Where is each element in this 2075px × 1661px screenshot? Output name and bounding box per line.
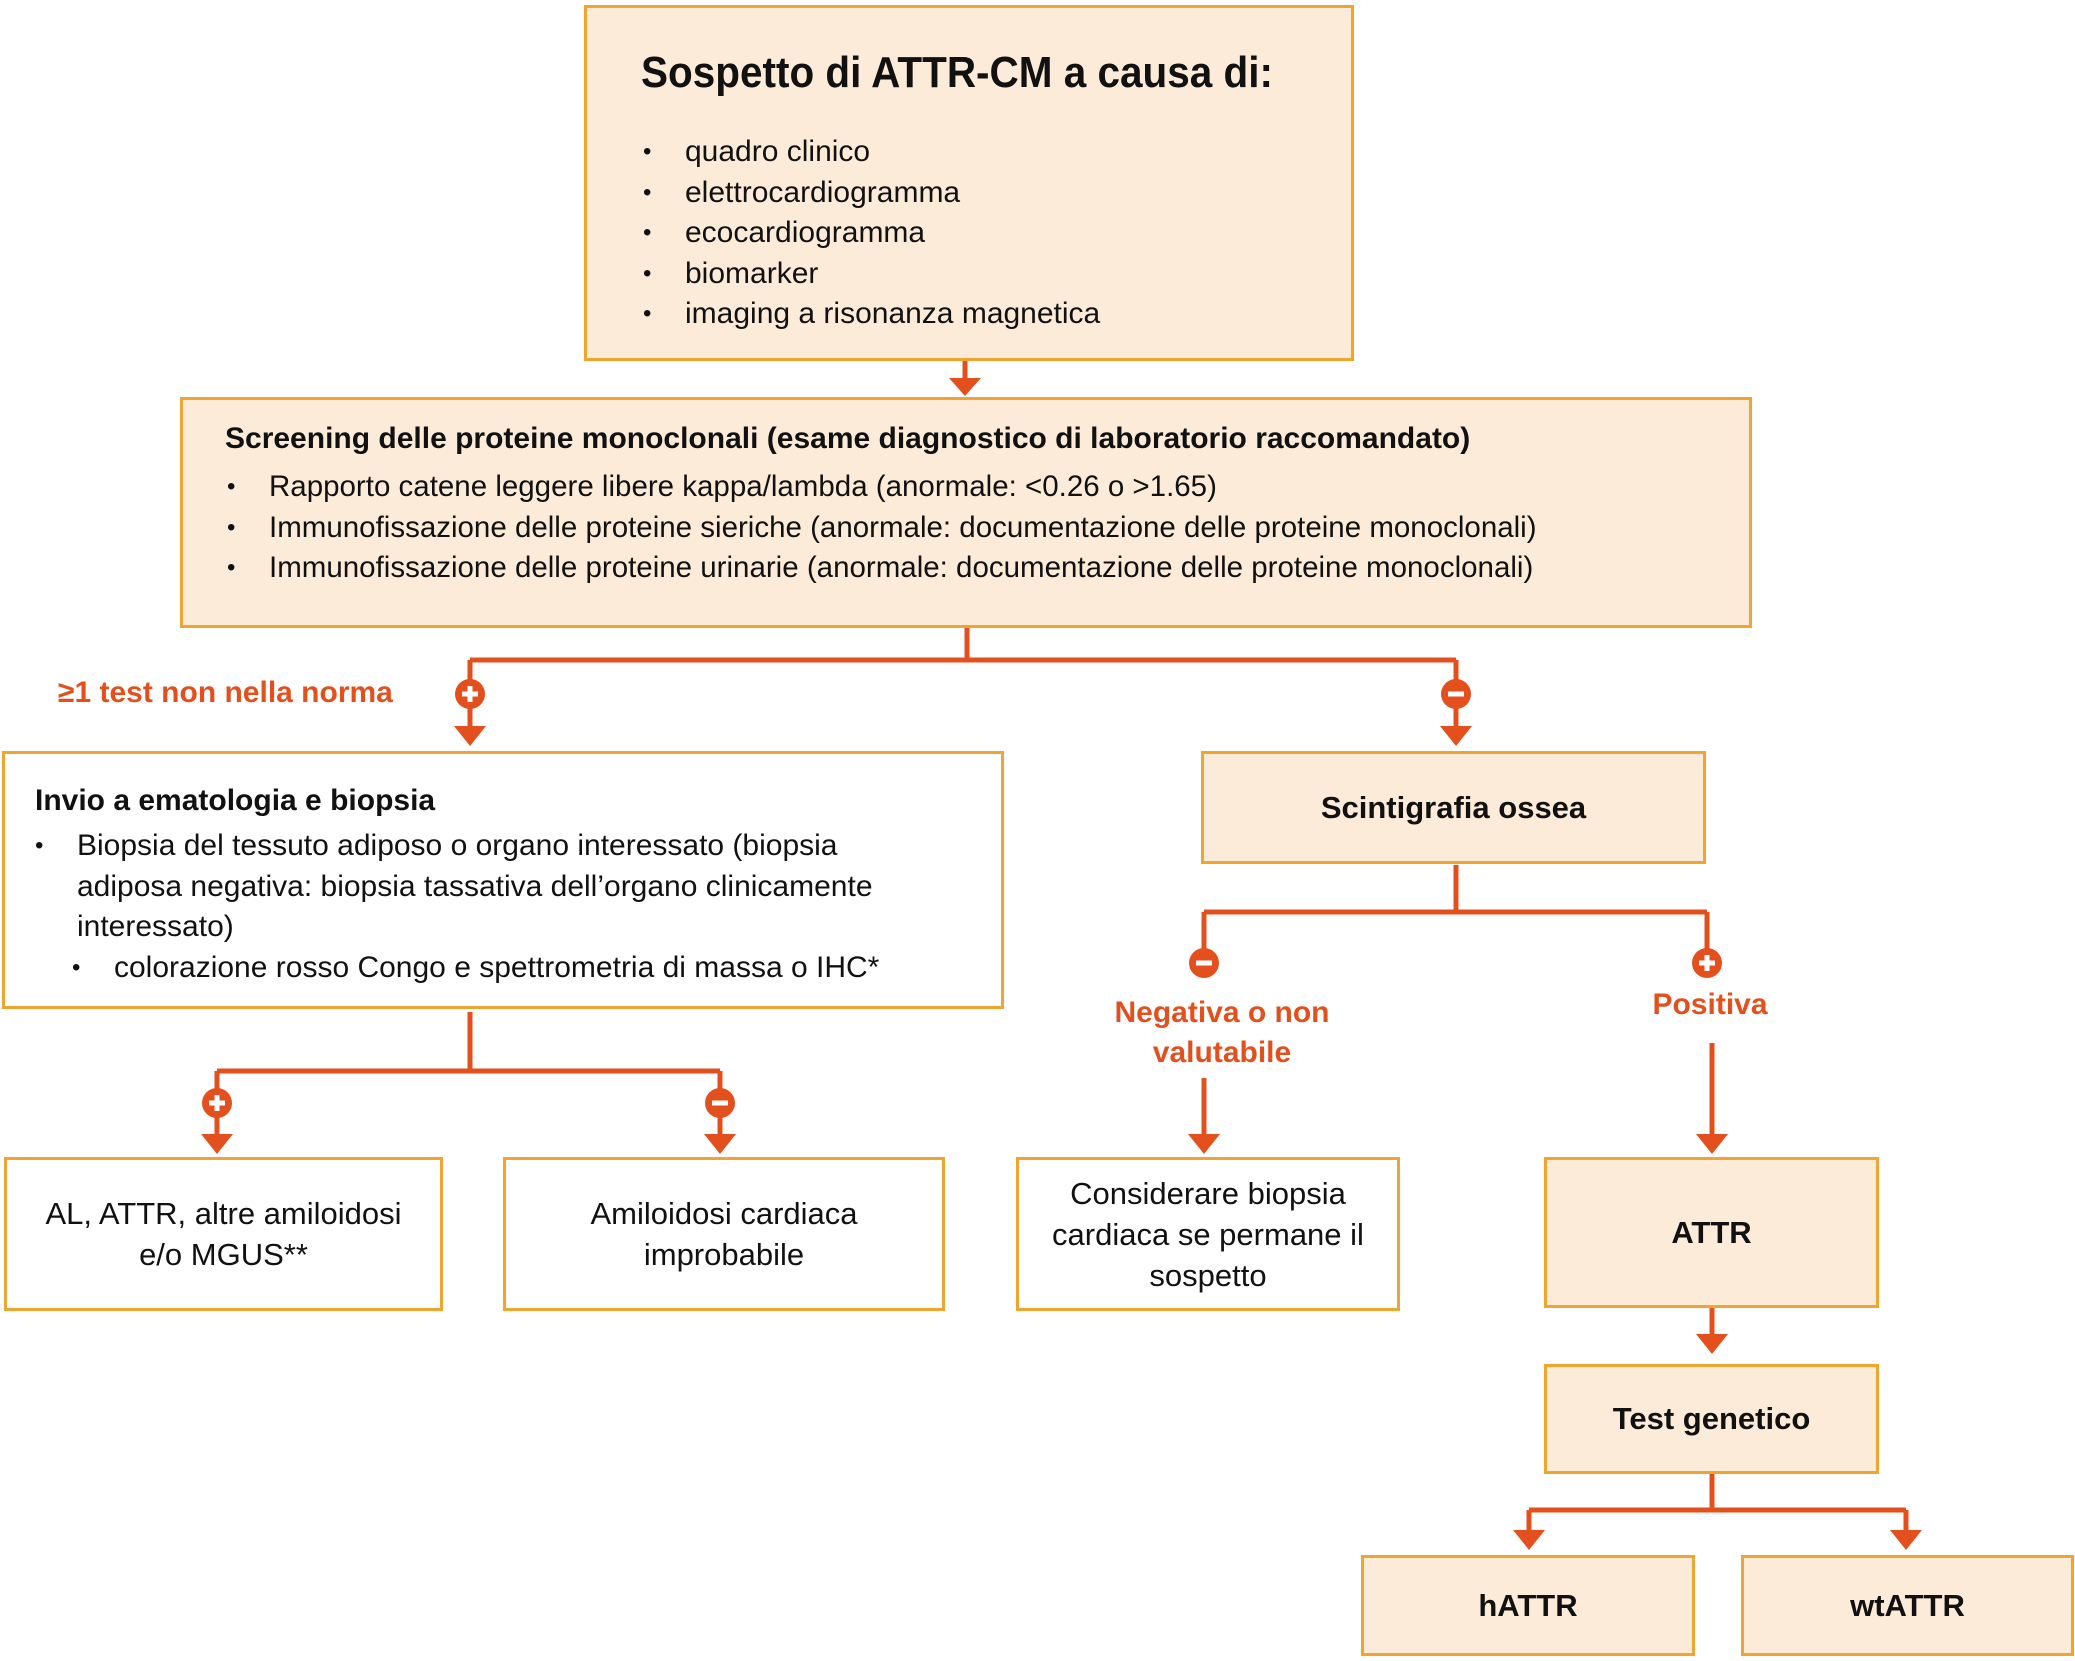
list-item: Immunofissazione delle proteine sieriche… xyxy=(227,508,1537,549)
positive-label: Positiva xyxy=(1652,988,1768,1021)
list-item: quadro clinico xyxy=(643,132,1100,173)
list-item: Rapporto catene leggere libere kappa/lam… xyxy=(227,467,1537,508)
minus-icon xyxy=(1189,948,1219,978)
suspicion-box: Sospetto di ATTR-CM a causa di: quadro c… xyxy=(584,5,1354,361)
attr-box: ATTR xyxy=(1544,1157,1879,1308)
screening-title: Screening delle proteine monoclonali (es… xyxy=(225,422,1471,455)
al-line1: AL, ATTR, altre amiloidosi xyxy=(45,1196,402,1231)
screening-box: Screening delle proteine monoclonali (es… xyxy=(180,397,1752,628)
arrowhead xyxy=(704,1134,736,1154)
hematology-title: Invio a ematologia e biopsia xyxy=(35,784,436,817)
arrowhead xyxy=(201,1134,233,1154)
abnormal-test-label: ≥1 test non nella norma xyxy=(58,676,393,709)
suspicion-list: quadro clinico elettrocardiogramma ecoca… xyxy=(643,132,1100,335)
minus-icon xyxy=(705,1088,735,1118)
list-item: biomarker xyxy=(643,254,1100,295)
biopsy-line2: cardiaca se permane il xyxy=(1052,1216,1364,1252)
scintigraphy-box: Scintigrafia ossea xyxy=(1201,751,1706,864)
arrowhead xyxy=(454,726,486,746)
hematology-item-line3: interessato) xyxy=(77,910,234,943)
genetic-test-box: Test genetico xyxy=(1544,1364,1879,1474)
arrowhead xyxy=(1696,1334,1728,1354)
arrowhead xyxy=(1513,1530,1545,1550)
hematology-box: Invio a ematologia e biopsia Biopsia del… xyxy=(2,751,1004,1009)
wtattr-box: wtATTR xyxy=(1741,1555,2074,1656)
arrowhead xyxy=(949,378,981,396)
unlikely-line2: improbabile xyxy=(643,1237,805,1272)
list-item: Biopsia del tessuto adiposo o organo int… xyxy=(35,826,879,948)
list-item: imaging a risonanza magnetica xyxy=(643,294,1100,335)
list-item: ecocardiogramma xyxy=(643,213,1100,254)
hematology-item-line1: Biopsia del tessuto adiposo o organo int… xyxy=(77,829,838,862)
plus-icon xyxy=(1692,948,1722,978)
arrowhead xyxy=(1696,1134,1728,1154)
list-item: elettrocardiogramma xyxy=(643,173,1100,214)
arrowhead xyxy=(1890,1530,1922,1550)
cardiac-biopsy-box: Considerare biopsia cardiaca se permane i… xyxy=(1016,1157,1400,1311)
unlikely-line1: Amiloidosi cardiaca xyxy=(590,1196,858,1231)
list-item: colorazione rosso Congo e spettrometria … xyxy=(72,948,879,989)
minus-icon xyxy=(1441,679,1471,709)
hattr-box: hATTR xyxy=(1361,1555,1695,1656)
hematology-item-line2: adiposa negativa: biopsia tassativa dell… xyxy=(77,869,873,903)
arrowhead xyxy=(1440,726,1472,746)
al-attr-box: AL, ATTR, altre amiloidosi e/o MGUS** xyxy=(4,1157,443,1311)
biopsy-line1: Considerare biopsia xyxy=(1070,1175,1346,1211)
negative-label: Negativa o non valutabile xyxy=(1114,996,1330,1069)
al-line2: e/o MGUS** xyxy=(139,1237,308,1272)
plus-icon xyxy=(455,679,485,709)
plus-icon xyxy=(202,1088,232,1118)
list-item: Immunofissazione delle proteine urinarie… xyxy=(227,548,1537,589)
screening-list: Rapporto catene leggere libere kappa/lam… xyxy=(227,467,1537,589)
hematology-list: Biopsia del tessuto adiposo o organo int… xyxy=(35,826,879,988)
arrowhead xyxy=(1188,1134,1220,1154)
unlikely-box: Amiloidosi cardiaca improbabile xyxy=(503,1157,945,1311)
suspicion-title: Sospetto di ATTR-CM a causa di: xyxy=(641,48,1273,97)
biopsy-line3: sospetto xyxy=(1149,1257,1267,1293)
